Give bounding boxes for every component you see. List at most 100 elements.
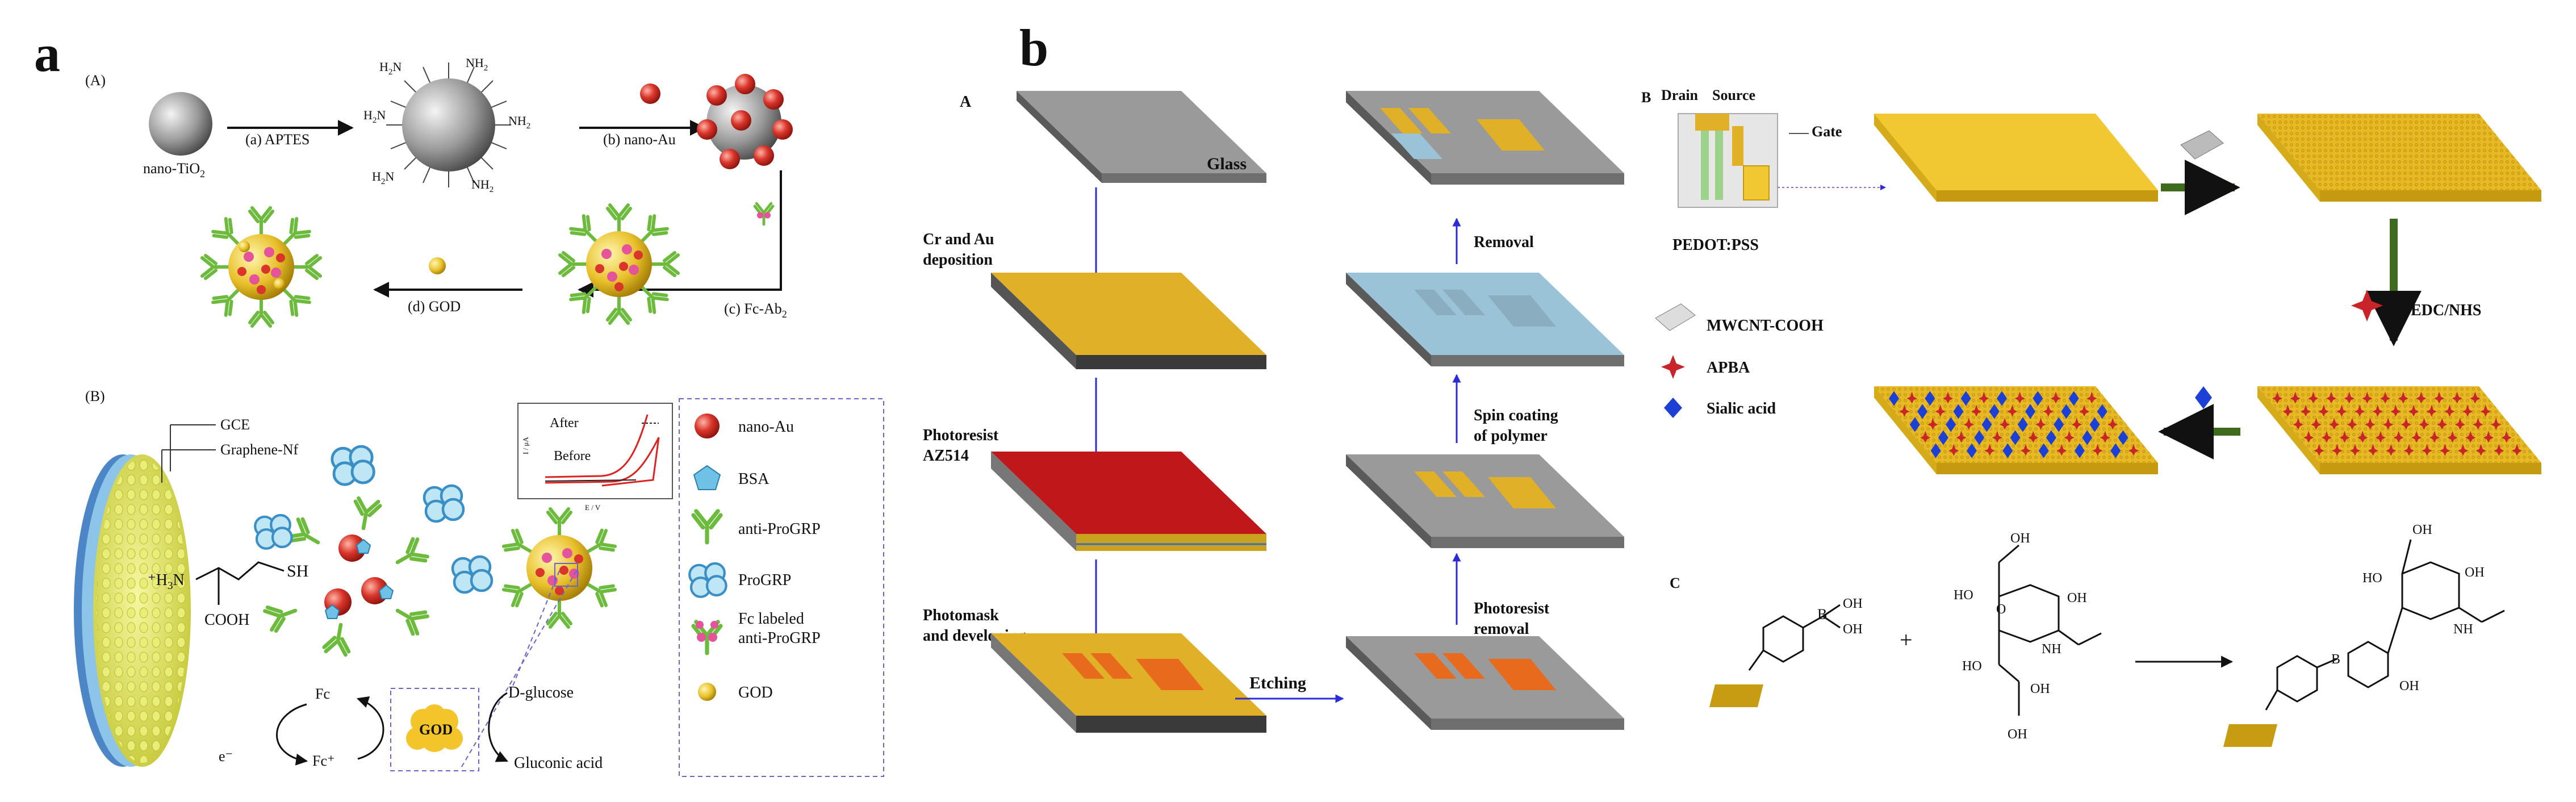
svg-text:BSA: BSA — [738, 470, 770, 488]
sialic-mark — [2110, 443, 2121, 458]
sialic-mark — [2089, 417, 2100, 432]
apba-mark — [2336, 404, 2347, 417]
h2n-label-top-left: H2N — [379, 60, 402, 77]
sialic-mark — [1925, 391, 1935, 406]
sialic-reagent-icon — [2195, 386, 2212, 409]
sialic-mark — [1966, 443, 1977, 458]
sialic-ho-lower: HO — [1962, 659, 1982, 674]
nh2-label-top: NH2 — [466, 56, 488, 73]
pr-removal-label-1: Photoresist — [1474, 600, 1550, 617]
apba-mark — [1979, 391, 1989, 404]
au-decorated-sphere — [697, 74, 793, 169]
apba-mark — [2079, 404, 2090, 417]
sialic-mark — [2033, 391, 2043, 406]
apba-mark — [2426, 404, 2437, 417]
gate-plain — [1874, 114, 2158, 202]
h2n-label-left: H2N — [363, 108, 386, 125]
slide-resist — [991, 452, 1266, 551]
apba-mark — [2416, 391, 2427, 404]
apba-mark — [2056, 444, 2067, 456]
fc-cycle-right — [357, 696, 384, 760]
oect-chip — [1678, 113, 1778, 208]
apba-mark — [2403, 444, 2414, 456]
sialic-mark — [2068, 391, 2079, 406]
apba-mark — [2301, 404, 2311, 417]
apba-mark — [2393, 431, 2404, 443]
spin-label-2: of polymer — [1474, 427, 1548, 445]
mwcnt-icon — [2180, 130, 2224, 160]
legend-item-nano-au: nano-Au — [695, 413, 794, 438]
apba-mark — [2444, 404, 2455, 417]
photoresist-label-2: AZ514 — [923, 447, 969, 465]
slide-developed — [991, 633, 1266, 733]
slide-au — [991, 273, 1266, 369]
fc-cycle-left — [276, 703, 308, 766]
sialic-mark — [2002, 443, 2013, 458]
immuno-layer — [255, 446, 492, 655]
apba-mark — [2064, 431, 2075, 443]
drain-label: Drain — [1661, 87, 1699, 103]
apba-mark — [1992, 431, 2002, 443]
zoom-leader-lines — [459, 570, 577, 770]
sialic-mark — [2017, 417, 2028, 432]
apba-mark — [2511, 444, 2522, 456]
slide-glass — [1017, 91, 1266, 183]
step-d-label: (d) GOD — [408, 298, 461, 315]
apba-mark — [2107, 417, 2118, 430]
legend-item-god: GOD — [698, 683, 773, 701]
sialic-mark — [2118, 430, 2128, 445]
sialic-mark — [1997, 391, 2008, 406]
product-oh-lower: OH — [2399, 679, 2419, 694]
legend-apba-label: APBA — [1707, 359, 1750, 377]
sialic-mark — [2061, 404, 2072, 419]
electron-label: e⁻ — [219, 748, 233, 765]
apba-marks — [2272, 391, 2522, 456]
svg-text:Fc labeled: Fc labeled — [738, 610, 804, 628]
apba-mark — [2383, 417, 2394, 430]
apba-mark — [2365, 417, 2376, 430]
apba-mark — [2314, 444, 2324, 456]
svg-text:anti-ProGRP: anti-ProGRP — [738, 629, 821, 647]
gce-electrode — [74, 454, 191, 767]
tio2-label: nano-TiO2 — [143, 160, 205, 179]
apba-mark — [2372, 404, 2383, 417]
fc-ab2-reagent — [755, 203, 773, 224]
apba-mark — [2000, 417, 2010, 430]
apba-mark — [2321, 431, 2332, 443]
cv-ylabel: I / μA — [521, 437, 530, 454]
apba-mark — [2303, 431, 2314, 443]
tio2-sphere — [149, 92, 212, 156]
apba-mark — [2473, 417, 2483, 430]
sialic-mark — [1930, 443, 1941, 458]
apba-mark — [2401, 417, 2411, 430]
sub-b-B-label: B — [1641, 89, 1651, 106]
svg-text:GOD: GOD — [738, 684, 773, 701]
svg-text:nano-Au: nano-Au — [738, 418, 794, 436]
apba-mark — [2483, 431, 2494, 443]
product-ho: HO — [2362, 571, 2382, 586]
apba-mark — [2329, 417, 2340, 430]
apba-mark — [2462, 404, 2473, 417]
panel-b: b A Glass Cr and Au deposition Photoresi… — [923, 19, 2541, 747]
photomask-label-1: Photomask — [923, 607, 999, 624]
etching-label: Etching — [1249, 674, 1306, 692]
cv-xlabel: E / V — [585, 503, 601, 512]
apba-mark — [2020, 444, 2031, 456]
sialic-mark — [2046, 430, 2056, 445]
legend-sialic-icon — [1664, 398, 1682, 418]
apba-mark — [2318, 404, 2329, 417]
cooh-label: COOH — [204, 611, 249, 629]
panel-b-letter: b — [1019, 19, 1048, 77]
sh-label: SH — [287, 562, 308, 580]
apba-mark — [2347, 417, 2357, 430]
sialic-mark — [1946, 417, 1956, 432]
apba-mark — [2272, 391, 2283, 404]
nh2-label-bottom: NH2 — [471, 177, 494, 194]
apba-mark — [2362, 391, 2373, 404]
fc-plus-label: Fc⁺ — [312, 753, 335, 769]
apba-mark — [2092, 444, 2103, 456]
source-label: Source — [1712, 87, 1755, 103]
panel-a-letter: a — [34, 24, 60, 82]
apba-mark — [2437, 417, 2448, 430]
